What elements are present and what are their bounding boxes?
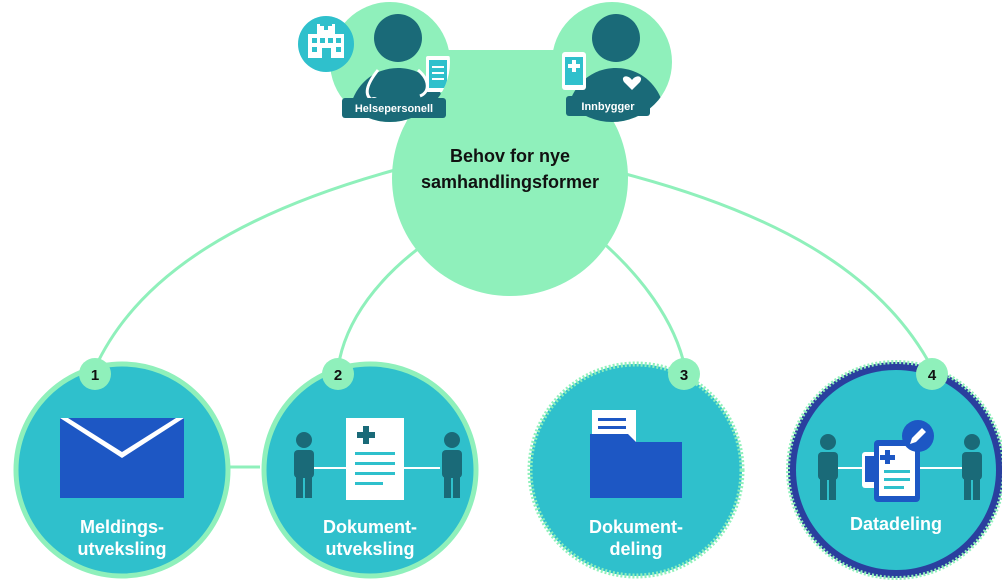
node-datadeling: Datadeling 4	[786, 358, 1002, 580]
node-3-label-line2: deling	[610, 539, 663, 559]
node-4-badge	[916, 358, 948, 390]
node-4-number: 4	[928, 367, 937, 384]
connector-3	[599, 238, 687, 369]
connector-4	[609, 168, 934, 369]
node-dokumentutveksling: Dokument- utveksling 2	[261, 358, 479, 579]
node-1-badge	[79, 358, 111, 390]
person-left-icon	[818, 434, 838, 500]
center-title-line1: Behov for nye	[450, 146, 570, 166]
connector-1	[93, 168, 396, 369]
person-right-icon	[962, 434, 982, 500]
node-2-label-line1: Dokument-	[323, 517, 417, 537]
hospital-icon	[298, 16, 354, 72]
document-icon	[346, 418, 404, 500]
center-title-line2: samhandlingsformer	[421, 172, 599, 192]
node-meldingsutveksling: Meldings- utveksling 1	[13, 358, 231, 579]
envelope-icon	[60, 418, 184, 498]
node-dokumentdeling: Dokument- deling 3	[527, 358, 745, 579]
node-4-label: Datadeling	[850, 514, 942, 534]
innbygger-label: Innbygger	[581, 101, 635, 113]
innbygger-tag	[566, 96, 650, 116]
node-1-label-line2: utveksling	[77, 539, 166, 559]
helsepersonell-tag	[342, 98, 446, 118]
node-1-label-line1: Meldings-	[80, 517, 164, 537]
connector-lines	[93, 168, 934, 469]
node-3-label-line1: Dokument-	[589, 517, 683, 537]
node-2-label-line2: utveksling	[325, 539, 414, 559]
node-2-badge	[322, 358, 354, 390]
node-1-number: 1	[91, 367, 99, 384]
node-3-number: 3	[680, 367, 688, 384]
helsepersonell-label: Helsepersonell	[355, 103, 433, 115]
connector-2	[336, 238, 431, 369]
folder-icon	[590, 410, 682, 498]
person-right-icon	[442, 432, 462, 498]
node-3-badge	[668, 358, 700, 390]
node-2-number: 2	[334, 367, 342, 384]
central-hub: Helsepersonell Innbygger Behov for nye s…	[298, 2, 672, 296]
person-left-icon	[294, 432, 314, 498]
tablet-edit-icon	[862, 420, 934, 502]
